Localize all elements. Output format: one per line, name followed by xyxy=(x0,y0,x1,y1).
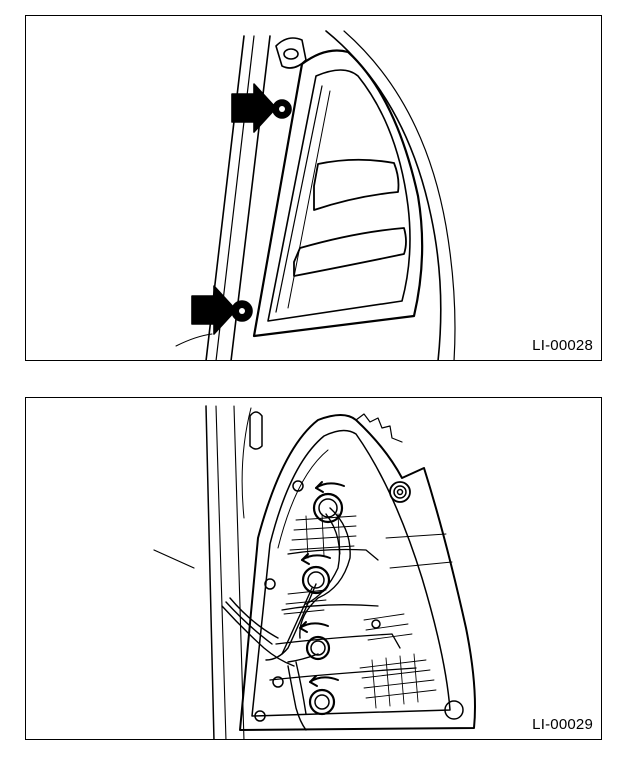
tail-lamp-bolts-illustration xyxy=(175,30,456,360)
wiring-harness xyxy=(221,507,351,731)
figure-label: LI-00028 xyxy=(532,337,593,354)
arrow-lower-icon xyxy=(191,285,237,335)
figure-tail-lamp-removal: LI-00028 xyxy=(25,15,602,361)
tail-lamp-sockets-illustration xyxy=(153,405,476,739)
rotation-arrow-icons xyxy=(299,481,345,687)
figure-bulb-sockets: LI-00029 xyxy=(25,397,602,740)
arrow-upper-icon xyxy=(231,83,277,133)
grommet-icon xyxy=(389,481,411,503)
figure-label: LI-00029 xyxy=(532,716,593,733)
